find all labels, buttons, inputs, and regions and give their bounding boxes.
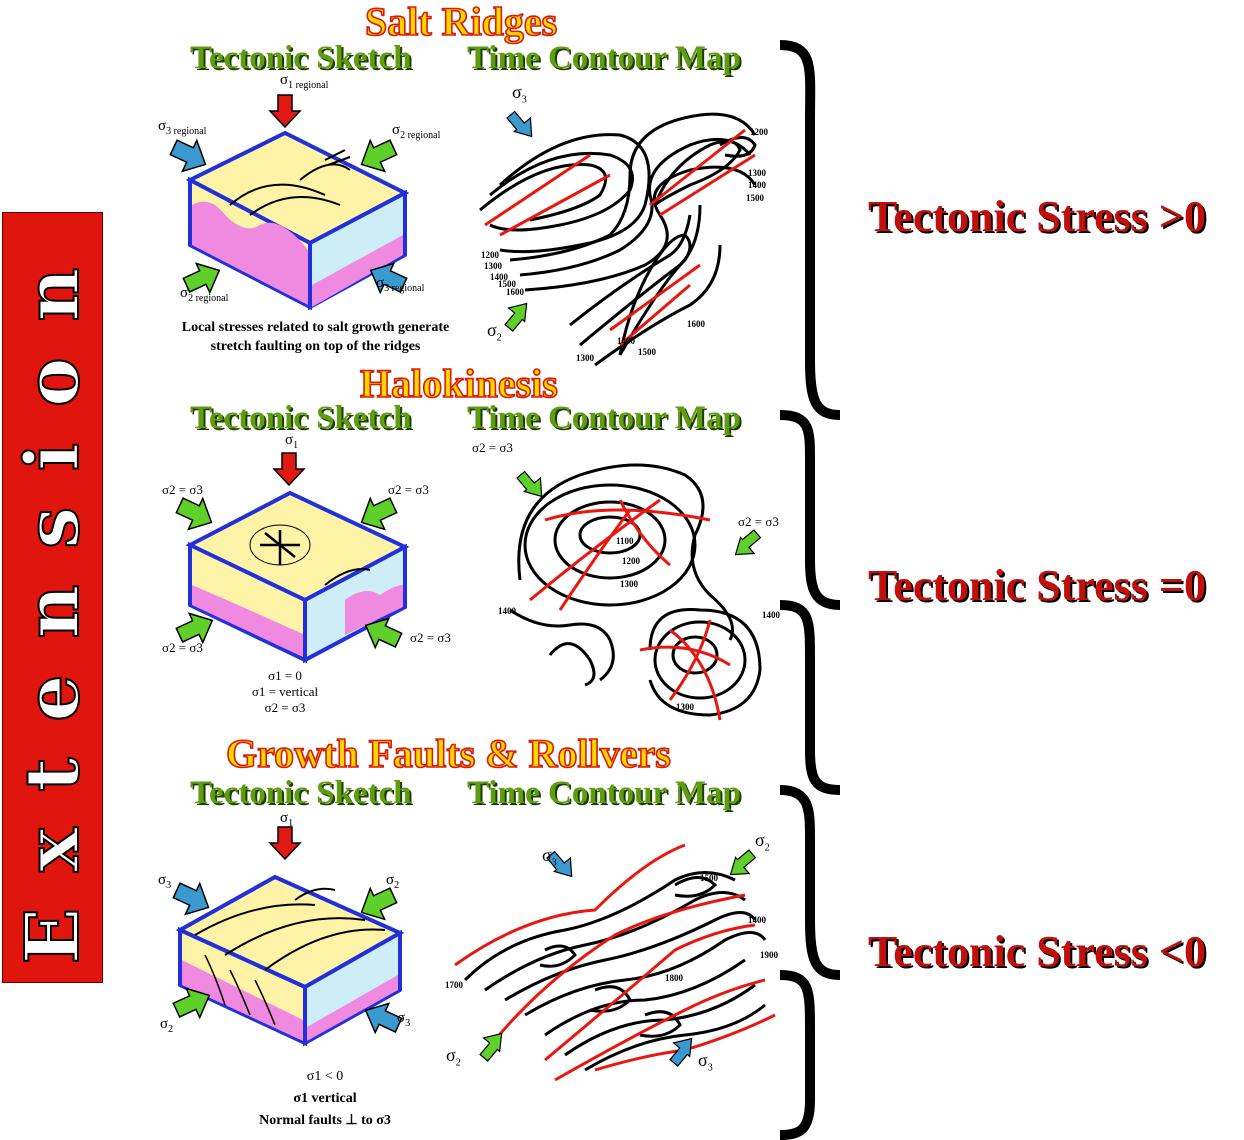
sigma2-label-1b: σ2 regional — [180, 285, 229, 304]
map-title-2: Time Contour Map — [467, 400, 741, 436]
contour-label-2-4: 1400 — [762, 610, 780, 620]
caption-2: σ1 = 0 σ1 = vertical σ2 = σ3 — [220, 668, 350, 716]
contour-label-1-b1: 1400 — [617, 336, 635, 346]
contour-label-1-r3: 1500 — [746, 193, 764, 203]
contour-label-1-l4: 1600 — [506, 287, 524, 297]
contour-label-1-b2: 1500 — [638, 347, 656, 357]
contour-label-3-3: 1800 — [665, 973, 683, 983]
caption-1-line1: Local stresses related to salt growth ge… — [181, 320, 450, 335]
caption-1: Local stresses related to salt growth ge… — [148, 318, 483, 356]
contour-label-3-2: 1900 — [760, 950, 778, 960]
map-sigma2-label-3a: σ2 — [755, 830, 770, 854]
contour-label-2-3: 1400 — [498, 606, 516, 616]
map-sigma-pair-2b: σ2 = σ3 — [738, 514, 779, 529]
caption-2-line2: σ1 = vertical — [251, 684, 319, 699]
map-sigma3-label-3a: σ3 — [542, 845, 557, 869]
contour-map-1 — [479, 110, 757, 367]
sigma-pair-label-2b: σ2 = σ3 — [388, 482, 429, 497]
sketch-title-1: Tectonic Sketch — [190, 40, 412, 76]
sketch-title-3: Tectonic Sketch — [190, 775, 412, 811]
extension-label-box: Extension — [2, 212, 103, 983]
tectonic-block-3 — [172, 826, 405, 1047]
stress-label-3: Tectonic Stress <0 — [868, 927, 1206, 976]
contour-label-2-0: 1100 — [616, 536, 634, 546]
caption-3-line1: σ1 < 0 — [306, 1069, 344, 1084]
sigma-pair-label-2a: σ2 = σ3 — [162, 482, 203, 497]
map-sigma2-label-1: σ2 — [487, 320, 502, 344]
sigma3-label-1b: σ3 regional — [376, 275, 425, 294]
contour-label-1-l0: 1200 — [481, 250, 499, 260]
sigma1-label-3: σ1 — [280, 810, 294, 829]
caption-3: σ1 < 0 σ1 vertical Normal faults ⊥ to σ3 — [220, 1066, 430, 1132]
contour-label-3-4: 1700 — [445, 980, 463, 990]
contour-label-2-1: 1200 — [622, 556, 640, 566]
map-title-1: Time Contour Map — [467, 40, 741, 76]
contour-label-1-b0: 1300 — [576, 353, 594, 363]
map-sigma2-label-3b: σ2 — [446, 1045, 461, 1069]
contour-label-1-r0: 1200 — [750, 127, 768, 137]
sigma3-label-3a: σ3 — [158, 872, 172, 891]
section-title-growth-faults: Growth Faults & Rollvers — [225, 731, 671, 776]
contour-label-1-l3: 1500 — [498, 279, 516, 289]
contour-label-3-1: 1400 — [748, 915, 766, 925]
contour-label-2-5: 1300 — [676, 702, 694, 712]
tectonic-block-2 — [175, 452, 410, 664]
contour-label-2-2: 1300 — [620, 579, 638, 589]
sigma1-label-1: σ1 regional — [280, 72, 329, 91]
contour-label-1-r1: 1300 — [748, 168, 766, 178]
sketch-title-2: Tectonic Sketch — [190, 400, 412, 436]
sigma1-label-2: σ1 — [285, 432, 299, 451]
contour-label-1-b3: 1600 — [687, 319, 705, 329]
brace-graphic — [779, 40, 841, 1140]
sigma3-label-1a: σ3 regional — [158, 118, 207, 137]
contour-label-3-0: 1500 — [700, 873, 718, 883]
caption-1-line2: stretch faulting on top of the ridges — [210, 339, 421, 354]
sigma-pair-label-2d: σ2 = σ3 — [410, 630, 451, 645]
sigma2-label-3a: σ2 — [386, 872, 400, 891]
caption-3-line2: σ1 vertical — [293, 1091, 357, 1106]
map-title-3: Time Contour Map — [467, 775, 741, 811]
map-sigma-pair-2a: σ2 = σ3 — [472, 440, 513, 455]
stress-label-1: Tectonic Stress >0 — [868, 192, 1206, 241]
map-sigma3-label-3b: σ3 — [698, 1050, 713, 1074]
contour-label-1-l1: 1300 — [484, 261, 502, 271]
contour-label-1-l2: 1400 — [490, 272, 508, 282]
contour-map-2 — [509, 463, 762, 721]
caption-3-line3: Normal faults ⊥ to σ3 — [259, 1113, 391, 1128]
tectonic-block-1 — [169, 94, 410, 311]
section-title-halokinesis: Halokinesis — [359, 361, 558, 406]
sigma2-label-1a: σ2 regional — [392, 122, 441, 141]
contour-map-3 — [454, 843, 776, 1082]
sigma-pair-label-2c: σ2 = σ3 — [162, 640, 203, 655]
sigma3-label-3b: σ3 — [397, 1010, 411, 1029]
extension-label: Extension — [9, 230, 97, 965]
caption-2-line1: σ1 = 0 — [268, 668, 302, 683]
contour-label-1-r2: 1400 — [748, 180, 766, 190]
sigma2-label-3b: σ2 — [160, 1016, 174, 1035]
section-title-salt-ridges: Salt Ridges — [364, 0, 558, 44]
caption-2-line3: σ2 = σ3 — [264, 700, 306, 715]
map-sigma3-label-1: σ3 — [512, 82, 527, 106]
stress-label-2: Tectonic Stress =0 — [868, 561, 1206, 610]
